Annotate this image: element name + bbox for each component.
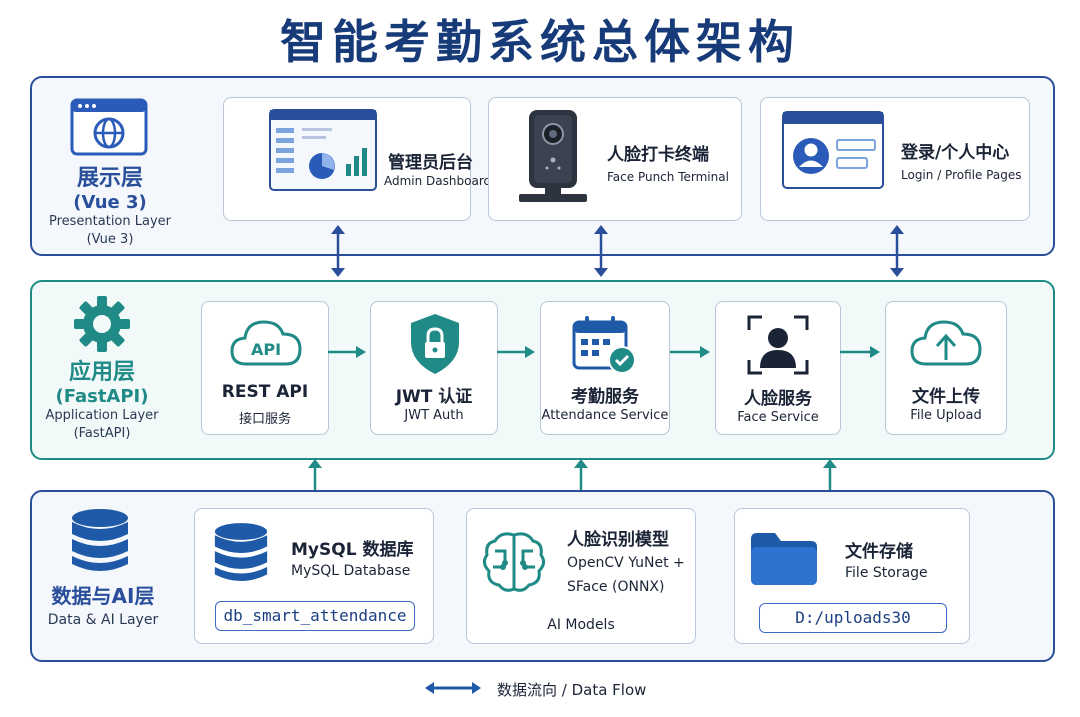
mysql-subtitle: MySQL Database	[291, 563, 411, 579]
file-storage-path: D:/uploads30	[759, 603, 947, 633]
profile-page-icon	[782, 111, 884, 189]
data-ai-layer: 数据与AI层 Data & AI Layer MySQL 数据库 MySQL D…	[30, 490, 1055, 662]
profile-pages-subtitle: Login / Profile Pages	[901, 168, 1022, 182]
dashboard-chart-icon	[269, 109, 377, 191]
face-terminal-card: 人脸打卡终端 Face Punch Terminal	[488, 97, 742, 221]
brain-circuit-icon	[482, 532, 546, 592]
admin-dashboard-title: 管理员后台	[388, 153, 473, 173]
application-layer: 应用层 (FastAPI) Application Layer (FastAPI…	[30, 280, 1055, 460]
service-arrow-3	[670, 346, 710, 358]
ai-models-line2: SFace (ONNX)	[567, 579, 665, 595]
cloud-upload-icon	[910, 320, 982, 366]
ai-models-card: 人脸识别模型 OpenCV YuNet + SFace (ONNX) AI Mo…	[466, 508, 696, 644]
jwt-auth-subtitle: JWT Auth	[404, 408, 464, 423]
file-upload-title: 文件上传	[912, 387, 980, 407]
attendance-service-card: 考勤服务 Attendance Service	[540, 301, 670, 435]
attendance-title: 考勤服务	[571, 387, 639, 407]
folder-icon	[751, 533, 817, 585]
shield-lock-icon	[411, 314, 459, 374]
flow-arrow-pres-app-3	[890, 225, 904, 277]
file-storage-title: 文件存储	[845, 542, 913, 562]
gear-icon	[74, 296, 130, 352]
database-icon	[72, 509, 128, 571]
file-storage-card: 文件存储 File Storage D:/uploads30	[734, 508, 970, 644]
api-cloud-icon: API	[230, 320, 302, 366]
mysql-title: MySQL 数据库	[291, 540, 414, 560]
file-upload-subtitle: File Upload	[910, 408, 982, 423]
face-service-subtitle: Face Service	[737, 410, 819, 425]
face-terminal-title: 人脸打卡终端	[607, 145, 709, 165]
ai-models-caption: AI Models	[547, 617, 615, 633]
service-arrow-4	[840, 346, 880, 358]
profile-pages-title: 登录/个人中心	[901, 143, 1010, 163]
rest-api-service-card: API REST API 接口服务	[201, 301, 329, 435]
face-terminal-subtitle: Face Punch Terminal	[607, 170, 729, 184]
admin-dashboard-card: 管理员后台 Admin Dashboard	[223, 97, 491, 221]
file-storage-subtitle: File Storage	[845, 565, 928, 581]
file-upload-service-card: 文件上传 File Upload	[885, 301, 1007, 435]
flow-arrow-pres-app-2	[594, 225, 608, 277]
svg-text:API: API	[251, 340, 281, 359]
jwt-auth-service-card: JWT 认证 JWT Auth	[370, 301, 498, 435]
rest-api-title: REST API	[221, 382, 309, 402]
service-arrow-1	[328, 346, 366, 358]
face-service-title: 人脸服务	[744, 389, 812, 409]
ai-models-title: 人脸识别模型	[567, 530, 669, 550]
application-layer-label: 应用层 (FastAPI) Application Layer (FastAPI…	[45, 360, 159, 441]
admin-dashboard-subtitle: Admin Dashboard	[384, 174, 492, 188]
page-title: 智能考勤系统总体架构	[280, 15, 800, 69]
jwt-auth-title: JWT 认证	[395, 387, 473, 407]
calendar-check-icon	[572, 316, 636, 374]
camera-terminal-icon	[519, 110, 587, 202]
mysql-card: MySQL 数据库 MySQL Database db_smart_attend…	[194, 508, 434, 644]
mysql-db-name: db_smart_attendance	[215, 601, 415, 631]
profile-pages-card: 登录/个人中心 Login / Profile Pages	[760, 97, 1030, 221]
flow-arrow-pres-app-1	[331, 225, 345, 277]
database-icon	[214, 523, 268, 581]
legend-label: 数据流向 / Data Flow	[497, 681, 647, 699]
browser-globe-icon	[70, 98, 148, 156]
presentation-layer: 展示层 (Vue 3) Presentation Layer (Vue 3) 管…	[30, 76, 1055, 256]
service-arrow-2	[497, 346, 535, 358]
rest-api-subtitle: 接口服务	[238, 412, 291, 427]
presentation-layer-label: 展示层 (Vue 3) Presentation Layer (Vue 3)	[48, 166, 172, 247]
data-layer-label: 数据与AI层 Data & AI Layer	[47, 584, 159, 628]
ai-models-line1: OpenCV YuNet +	[567, 555, 685, 571]
face-scan-icon	[747, 315, 809, 375]
face-service-card: 人脸服务 Face Service	[715, 301, 841, 435]
attendance-subtitle: Attendance Service	[541, 408, 669, 423]
double-arrow-icon	[425, 682, 481, 694]
